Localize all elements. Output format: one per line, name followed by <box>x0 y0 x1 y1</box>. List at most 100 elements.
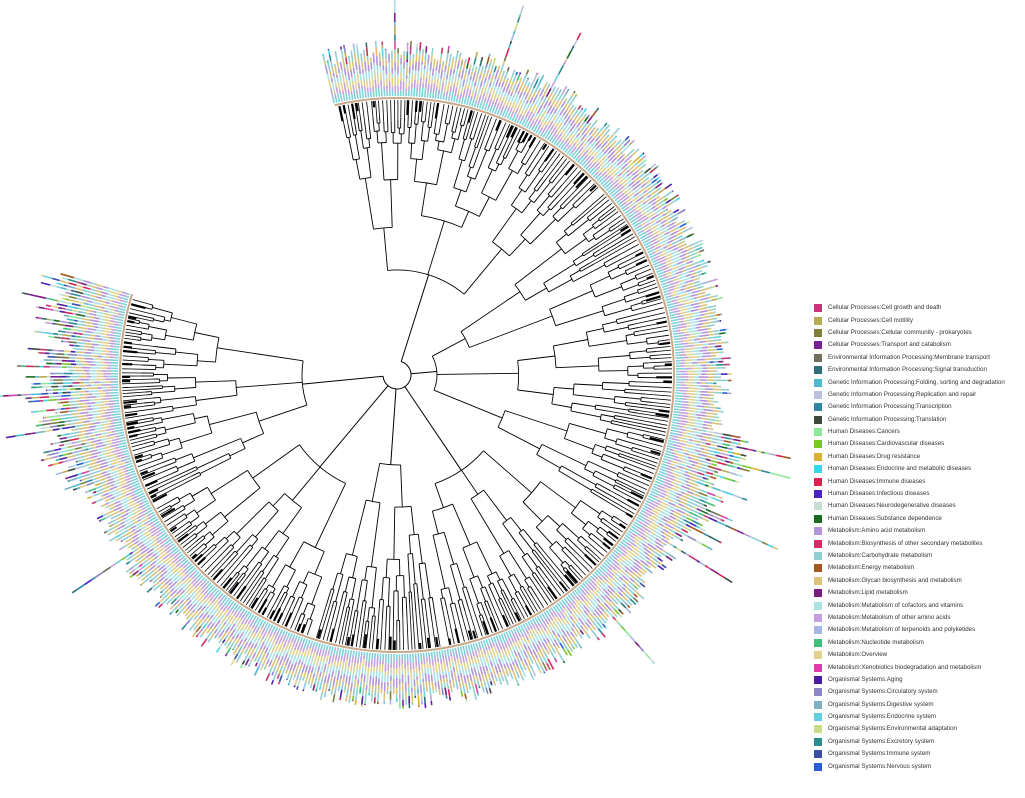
functional-bar-segment <box>677 489 682 493</box>
functional-bar-segment <box>539 614 543 620</box>
functional-bar-segment <box>35 430 46 434</box>
functional-bar-segment <box>666 261 674 266</box>
functional-bar-segment <box>703 408 714 412</box>
functional-bar-segment <box>667 520 676 527</box>
functional-bar-segment <box>93 479 101 484</box>
functional-bar-segment <box>507 90 511 95</box>
tree-branch <box>316 629 322 639</box>
functional-bar-segment <box>670 230 679 236</box>
functional-bar-segment <box>569 123 576 133</box>
functional-bar-segment <box>594 174 600 180</box>
functional-bar-segment <box>506 66 510 72</box>
functional-bar-segment <box>264 663 268 668</box>
functional-bar-segment <box>110 519 117 524</box>
functional-bar-segment <box>337 68 341 74</box>
functional-bar-segment <box>559 601 564 606</box>
functional-bar-segment <box>573 90 576 94</box>
functional-bar-segment <box>147 513 152 517</box>
functional-bar-segment <box>640 180 646 185</box>
functional-bar-segment <box>488 677 492 682</box>
functional-bar-segment <box>241 630 249 640</box>
functional-bar-segment <box>518 14 522 19</box>
functional-bar-segment <box>660 530 665 534</box>
functional-bar-segment <box>136 500 142 504</box>
functional-bar-segment <box>260 626 267 636</box>
functional-bar-segment <box>104 321 114 325</box>
functional-bar-segment <box>643 573 646 576</box>
functional-bar-segment <box>482 665 487 676</box>
functional-bar-segment <box>361 61 364 70</box>
functional-bar-segment <box>265 652 270 659</box>
functional-bar-segment <box>313 654 318 664</box>
functional-bar-segment <box>212 609 218 616</box>
functional-bar-segment <box>102 451 113 456</box>
functional-bar-segment <box>341 681 344 691</box>
functional-bar-segment <box>425 46 428 53</box>
functional-bar-segment <box>172 566 181 575</box>
functional-bar-segment <box>528 629 535 639</box>
functional-bar-segment <box>733 466 738 469</box>
functional-bar-segment <box>173 553 180 559</box>
functional-bar-segment <box>66 454 76 459</box>
functional-bar-segment <box>140 547 150 555</box>
functional-bar-segment <box>677 519 687 526</box>
functional-bar-segment <box>258 663 261 667</box>
tree-branch <box>575 175 588 189</box>
functional-bar-segment <box>665 467 672 471</box>
functional-bar-segment <box>680 311 687 315</box>
functional-bar-segment <box>657 496 665 502</box>
functional-bar-segment <box>468 99 472 106</box>
functional-bar-segment <box>118 547 124 551</box>
functional-bar-segment <box>669 434 674 437</box>
functional-bar-segment <box>675 351 681 354</box>
functional-bar-segment <box>542 74 545 78</box>
functional-bar-segment <box>101 297 110 301</box>
functional-bar-segment <box>663 190 673 198</box>
functional-bar-segment <box>717 445 723 448</box>
functional-bar-segment <box>349 671 352 677</box>
functional-bar-segment <box>513 664 518 672</box>
functional-bar-segment <box>457 674 461 682</box>
functional-bar-segment <box>540 665 545 673</box>
functional-bar-segment <box>430 674 433 682</box>
functional-bar-segment <box>250 643 255 649</box>
functional-bar-segment <box>362 73 365 82</box>
functional-bar-segment <box>250 658 254 662</box>
functional-bar-segment <box>315 680 320 690</box>
functional-bar-segment <box>512 670 517 680</box>
functional-bar-segment <box>664 295 669 299</box>
functional-bar-segment <box>549 621 554 628</box>
functional-bar-segment <box>655 219 661 224</box>
tree-branch <box>148 488 159 495</box>
functional-bar-segment <box>468 89 472 97</box>
functional-bar-segment <box>621 178 629 186</box>
functional-bar-segment <box>691 413 697 416</box>
functional-bar-segment <box>508 77 513 85</box>
functional-bar-segment <box>117 313 122 316</box>
functional-bar-segment <box>624 555 633 562</box>
functional-bar-segment <box>415 657 418 667</box>
functional-bar-segment <box>109 391 119 394</box>
functional-bar-segment <box>50 418 61 422</box>
functional-bar-segment <box>530 102 535 107</box>
functional-bar-segment <box>466 690 469 694</box>
functional-bar-segment <box>681 528 689 534</box>
functional-bar-segment <box>132 562 140 568</box>
functional-bar-segment <box>86 312 90 315</box>
functional-bar-segment <box>191 610 199 618</box>
functional-bar-segment <box>351 76 354 82</box>
functional-bar-segment <box>125 512 135 519</box>
functional-bar-segment <box>636 158 643 164</box>
functional-bar-segment <box>619 568 626 575</box>
functional-bar-segment <box>344 685 347 691</box>
functional-bar-segment <box>683 312 694 317</box>
functional-bar-segment <box>447 49 450 54</box>
functional-bar-segment <box>499 112 502 117</box>
functional-bar-segment <box>482 639 487 648</box>
functional-bar-segment <box>664 452 675 457</box>
functional-bar-segment <box>604 582 609 587</box>
functional-bar-segment <box>106 453 116 458</box>
functional-bar-segment <box>696 474 704 479</box>
functional-bar-segment <box>658 522 664 527</box>
functional-bar-segment <box>360 85 363 90</box>
